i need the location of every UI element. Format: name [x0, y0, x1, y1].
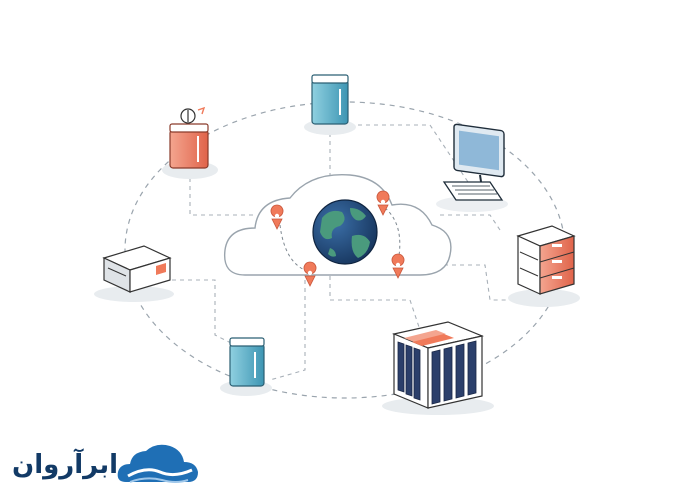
database-icon — [162, 106, 218, 179]
server-tower-icon — [304, 74, 356, 135]
data-center-icon — [382, 321, 494, 415]
cloud-logo-icon — [117, 444, 198, 483]
desktop-computer-icon — [436, 123, 508, 212]
location-pin-icon — [270, 190, 405, 287]
server-tower-icon — [220, 337, 272, 396]
globe-icon — [312, 199, 378, 265]
server-rack-icon — [508, 225, 580, 307]
brand-logo: ابرآروان — [12, 442, 202, 492]
brand-wordmark: ابرآروان — [12, 450, 118, 480]
storage-box-icon — [94, 245, 174, 302]
cloud-inner-route-2 — [384, 207, 401, 263]
